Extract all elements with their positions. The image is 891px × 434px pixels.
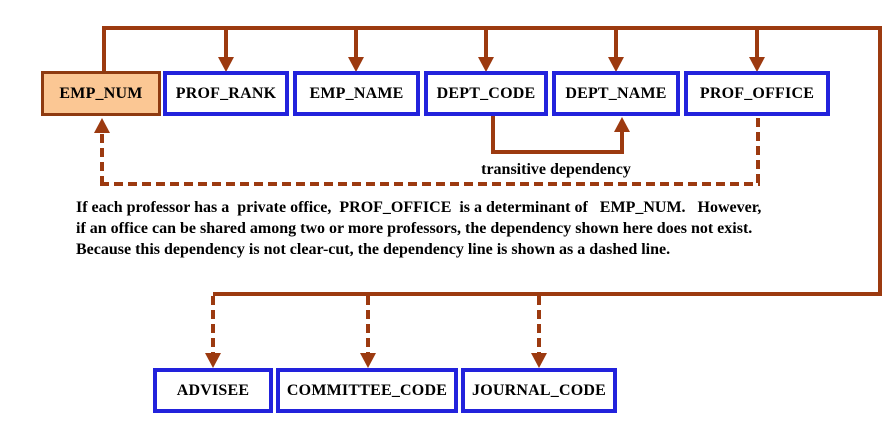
transitive-line-up (620, 131, 624, 154)
arrow-down-icon (348, 57, 364, 72)
arrow-down-icon (478, 57, 494, 72)
dashed-drop-advisee (211, 296, 215, 353)
transitive-line-across (491, 150, 624, 154)
attribute-box-dept-name: DEPT_NAME (552, 71, 680, 116)
attribute-box-journal-code: JOURNAL_CODE (461, 368, 617, 413)
attribute-box-emp-num: EMP_NUM (41, 71, 161, 116)
note-line-2: if an office can be shared among two or … (76, 220, 753, 237)
transitive-dependency-label: transitive dependency (481, 161, 631, 178)
dashed-line-return (100, 182, 760, 186)
dependency-line-riser (102, 26, 106, 72)
dependency-drop-emp-name (354, 30, 358, 58)
note-line-1: If each professor has a private office, … (76, 199, 762, 216)
note-line-3: Because this dependency is not clear-cut… (76, 241, 671, 258)
arrow-up-icon (614, 117, 630, 132)
attribute-box-prof-rank: PROF_RANK (163, 71, 289, 116)
dashed-drop-journal-code (537, 296, 541, 353)
attribute-box-emp-name: EMP_NAME (293, 71, 420, 116)
arrow-down-icon (608, 57, 624, 72)
arrow-down-icon (360, 353, 376, 368)
dashed-line-prof-office-down (756, 118, 760, 184)
dependency-drop-prof-office (755, 30, 759, 58)
attribute-box-advisee: ADVISEE (153, 368, 273, 413)
dependency-drop-prof-rank (224, 30, 228, 58)
dependency-line-right (878, 26, 882, 296)
dashed-drop-committee-code (366, 296, 370, 353)
attribute-box-dept-code: DEPT_CODE (424, 71, 548, 116)
dependency-drop-dept-code (484, 30, 488, 58)
transitive-line-down (491, 116, 495, 154)
arrow-up-icon (94, 118, 110, 133)
attribute-box-prof-office: PROF_OFFICE (684, 71, 830, 116)
arrow-down-icon (531, 353, 547, 368)
arrow-down-icon (218, 57, 234, 72)
dashed-line-emp-num-up (100, 134, 104, 182)
dependency-line-bottom (213, 292, 882, 296)
dependency-line-top (102, 26, 882, 30)
attribute-box-committee-code: COMMITTEE_CODE (276, 368, 458, 413)
arrow-down-icon (205, 353, 221, 368)
note-text: If each professor has a private office, … (76, 197, 761, 260)
dependency-drop-dept-name (614, 30, 618, 58)
arrow-down-icon (749, 57, 765, 72)
